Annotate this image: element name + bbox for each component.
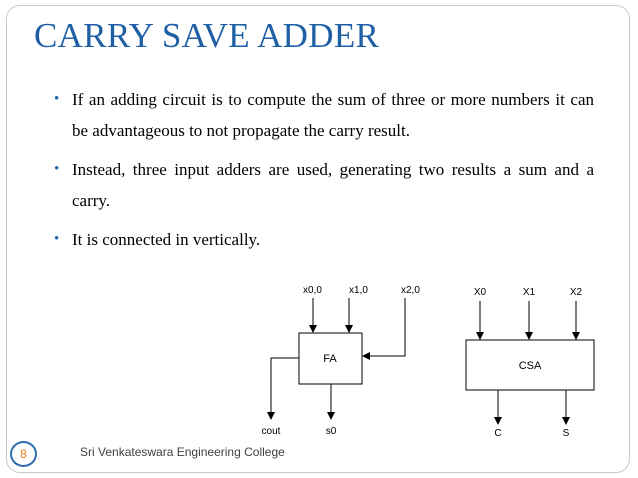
bullet-icon: • bbox=[54, 91, 60, 107]
fa-input-arrow-x20 bbox=[362, 298, 406, 360]
slide-frame bbox=[6, 5, 630, 473]
fa-input-label-x00: x0,0 bbox=[303, 285, 322, 296]
csa-diagram: X0 X1 X2 CSA C S bbox=[465, 287, 595, 439]
csa-input-label-x1: X1 bbox=[523, 287, 536, 298]
fa-block-label: FA bbox=[323, 353, 337, 365]
fa-cout-arrow bbox=[267, 357, 299, 420]
csa-block-label: CSA bbox=[519, 360, 542, 372]
bullet-item: • It is connected in vertically. bbox=[54, 224, 594, 255]
slide-number: 8 bbox=[10, 441, 37, 467]
slide-title: CARRY SAVE ADDER bbox=[34, 16, 380, 55]
csa-input-label-x2: X2 bbox=[570, 287, 583, 298]
fa-block bbox=[298, 332, 363, 385]
fa-input-label-x20: x2,0 bbox=[401, 285, 420, 296]
bullet-icon: • bbox=[54, 161, 60, 177]
bullet-item: • Instead, three input adders are used, g… bbox=[54, 154, 594, 216]
csa-input-label-x0: X0 bbox=[474, 287, 487, 298]
fa-input-label-x10: x1,0 bbox=[349, 285, 368, 296]
bullet-text: Instead, three input adders are used, ge… bbox=[72, 160, 594, 210]
bullet-icon: • bbox=[54, 231, 60, 247]
bullet-text: It is connected in vertically. bbox=[72, 230, 261, 249]
bullet-text: If an adding circuit is to compute the s… bbox=[72, 90, 594, 140]
csa-output-label-s: S bbox=[563, 428, 570, 439]
bullet-list: • If an adding circuit is to compute the … bbox=[54, 84, 594, 263]
fa-diagram: x0,0 x1,0 x2,0 FA cout s0 bbox=[262, 285, 421, 437]
fa-output-label-s0: s0 bbox=[326, 426, 337, 437]
csa-output-label-c: C bbox=[494, 428, 501, 439]
bullet-item: • If an adding circuit is to compute the … bbox=[54, 84, 594, 146]
fa-output-label-cout: cout bbox=[262, 426, 281, 437]
csa-block bbox=[465, 339, 595, 391]
footer-college-name: Sri Venkateswara Engineering College bbox=[80, 445, 285, 459]
